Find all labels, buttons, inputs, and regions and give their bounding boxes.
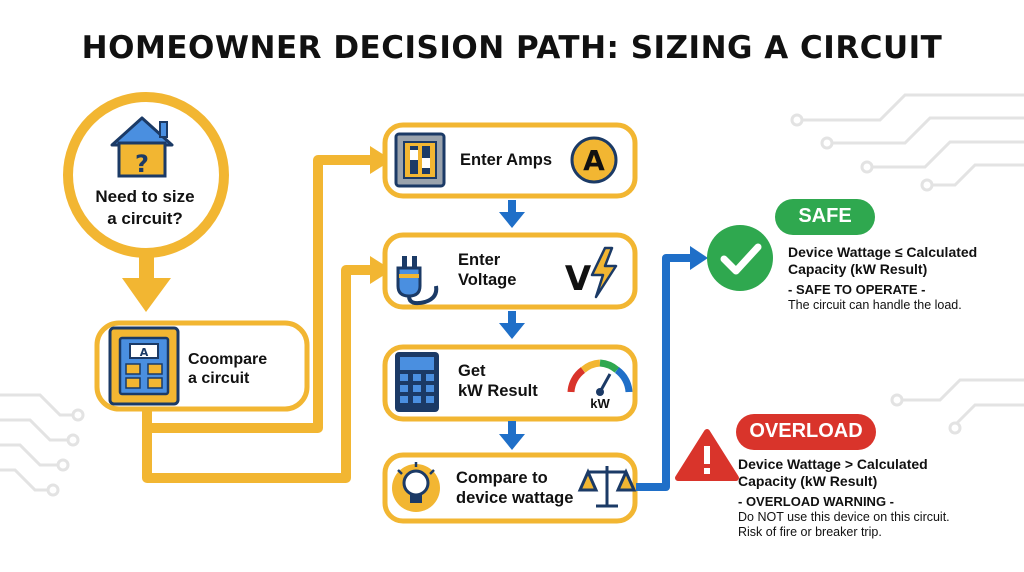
blue-branch-to-safe (636, 254, 694, 491)
arrow-to-safe (690, 246, 708, 270)
check-circle-icon (707, 225, 773, 291)
step-4-line-1: Compare to (456, 469, 548, 487)
breaker-panel-icon: A (108, 326, 180, 406)
safe-badge-text: SAFE (798, 205, 852, 227)
step-box-enter-voltage (382, 232, 638, 310)
circuit-traces-decoration (0, 93, 1024, 497)
overload-subtitle: - OVERLOAD WARNING - (738, 494, 894, 509)
blue-down-arrows (499, 200, 525, 450)
warning-dot (704, 468, 710, 474)
breaker-switch-icon (394, 132, 446, 188)
overload-condition-line-1: Device Wattage > Calculated (738, 456, 928, 472)
step-3-line-1: Get (458, 362, 486, 380)
step-box-compare-wattage (382, 452, 638, 524)
step-3-line-2: kW Result (458, 382, 538, 400)
step-4-line-2: device wattage (456, 489, 574, 507)
svg-text:A: A (140, 346, 149, 359)
safe-note: The circuit can handle the load. (788, 298, 962, 312)
start-line-1: Need to size (95, 187, 195, 206)
step-label-enter-voltage: Enter Voltage (458, 250, 516, 290)
overload-info: Device Wattage > Calculated Capacity (kW… (738, 456, 1008, 540)
overload-badge-text: OVERLOAD (749, 420, 863, 442)
step-label-enter-amps: Enter Amps (460, 150, 552, 170)
step-1-line-1: Enter Amps (460, 151, 552, 169)
amps-badge-icon (570, 136, 618, 184)
overload-note-2: Risk of fire or breaker trip. (738, 525, 882, 539)
start-down-arrow (122, 278, 171, 312)
amps-badge-letter: A (583, 144, 605, 177)
step-box-get-kw (382, 344, 638, 422)
start-down-shaft (139, 250, 154, 278)
step-box-enter-amps (382, 122, 638, 199)
lightbulb-icon (392, 462, 440, 512)
overload-condition-line-2: Capacity (kW Result) (738, 473, 878, 489)
step-2-line-2: Voltage (458, 271, 517, 289)
arrow-to-enter-amps (370, 146, 392, 174)
start-line-2: a circuit? (107, 209, 183, 228)
lightning-bolt-icon (590, 246, 618, 299)
safe-condition-line-1: Device Wattage ≤ Calculated (788, 244, 978, 260)
step-boxes (382, 122, 638, 524)
plug-icon (396, 256, 439, 306)
yellow-connectors (142, 155, 374, 483)
voltage-badge-letter: V (565, 259, 592, 299)
arrow-to-enter-voltage (370, 256, 392, 284)
page-title: HOMEOWNER DECISION PATH: SIZING A CIRCUI… (81, 30, 943, 66)
overload-badge (736, 414, 876, 450)
compare-circuit-line-2: a circuit (188, 370, 250, 387)
warning-bar (704, 446, 710, 464)
safe-info: Device Wattage ≤ Calculated Capacity (kW… (788, 244, 1018, 313)
house-question-icon: ? (110, 116, 174, 178)
step-label-get-kw: Get kW Result (458, 361, 538, 401)
balance-scale-icon (577, 466, 637, 508)
step-2-line-1: Enter (458, 251, 501, 269)
svg-text:?: ? (135, 150, 149, 178)
safe-condition-line-2: Capacity (kW Result) (788, 261, 928, 277)
compare-circuit-line-1: Coompare (188, 351, 268, 368)
safe-subtitle: - SAFE TO OPERATE - (788, 282, 926, 297)
kw-badge-label: kW (590, 396, 610, 411)
step-label-compare-wattage: Compare to device wattage (456, 468, 573, 508)
gauge-icon (567, 359, 633, 396)
calculator-icon (395, 352, 439, 412)
compare-circuit-label: Coompare a circuit (188, 350, 267, 388)
check-mark (720, 243, 762, 275)
overload-note-1: Do NOT use this device on this circuit. (738, 510, 950, 524)
safe-badge (775, 199, 875, 235)
start-question: Need to size a circuit? (70, 186, 220, 230)
